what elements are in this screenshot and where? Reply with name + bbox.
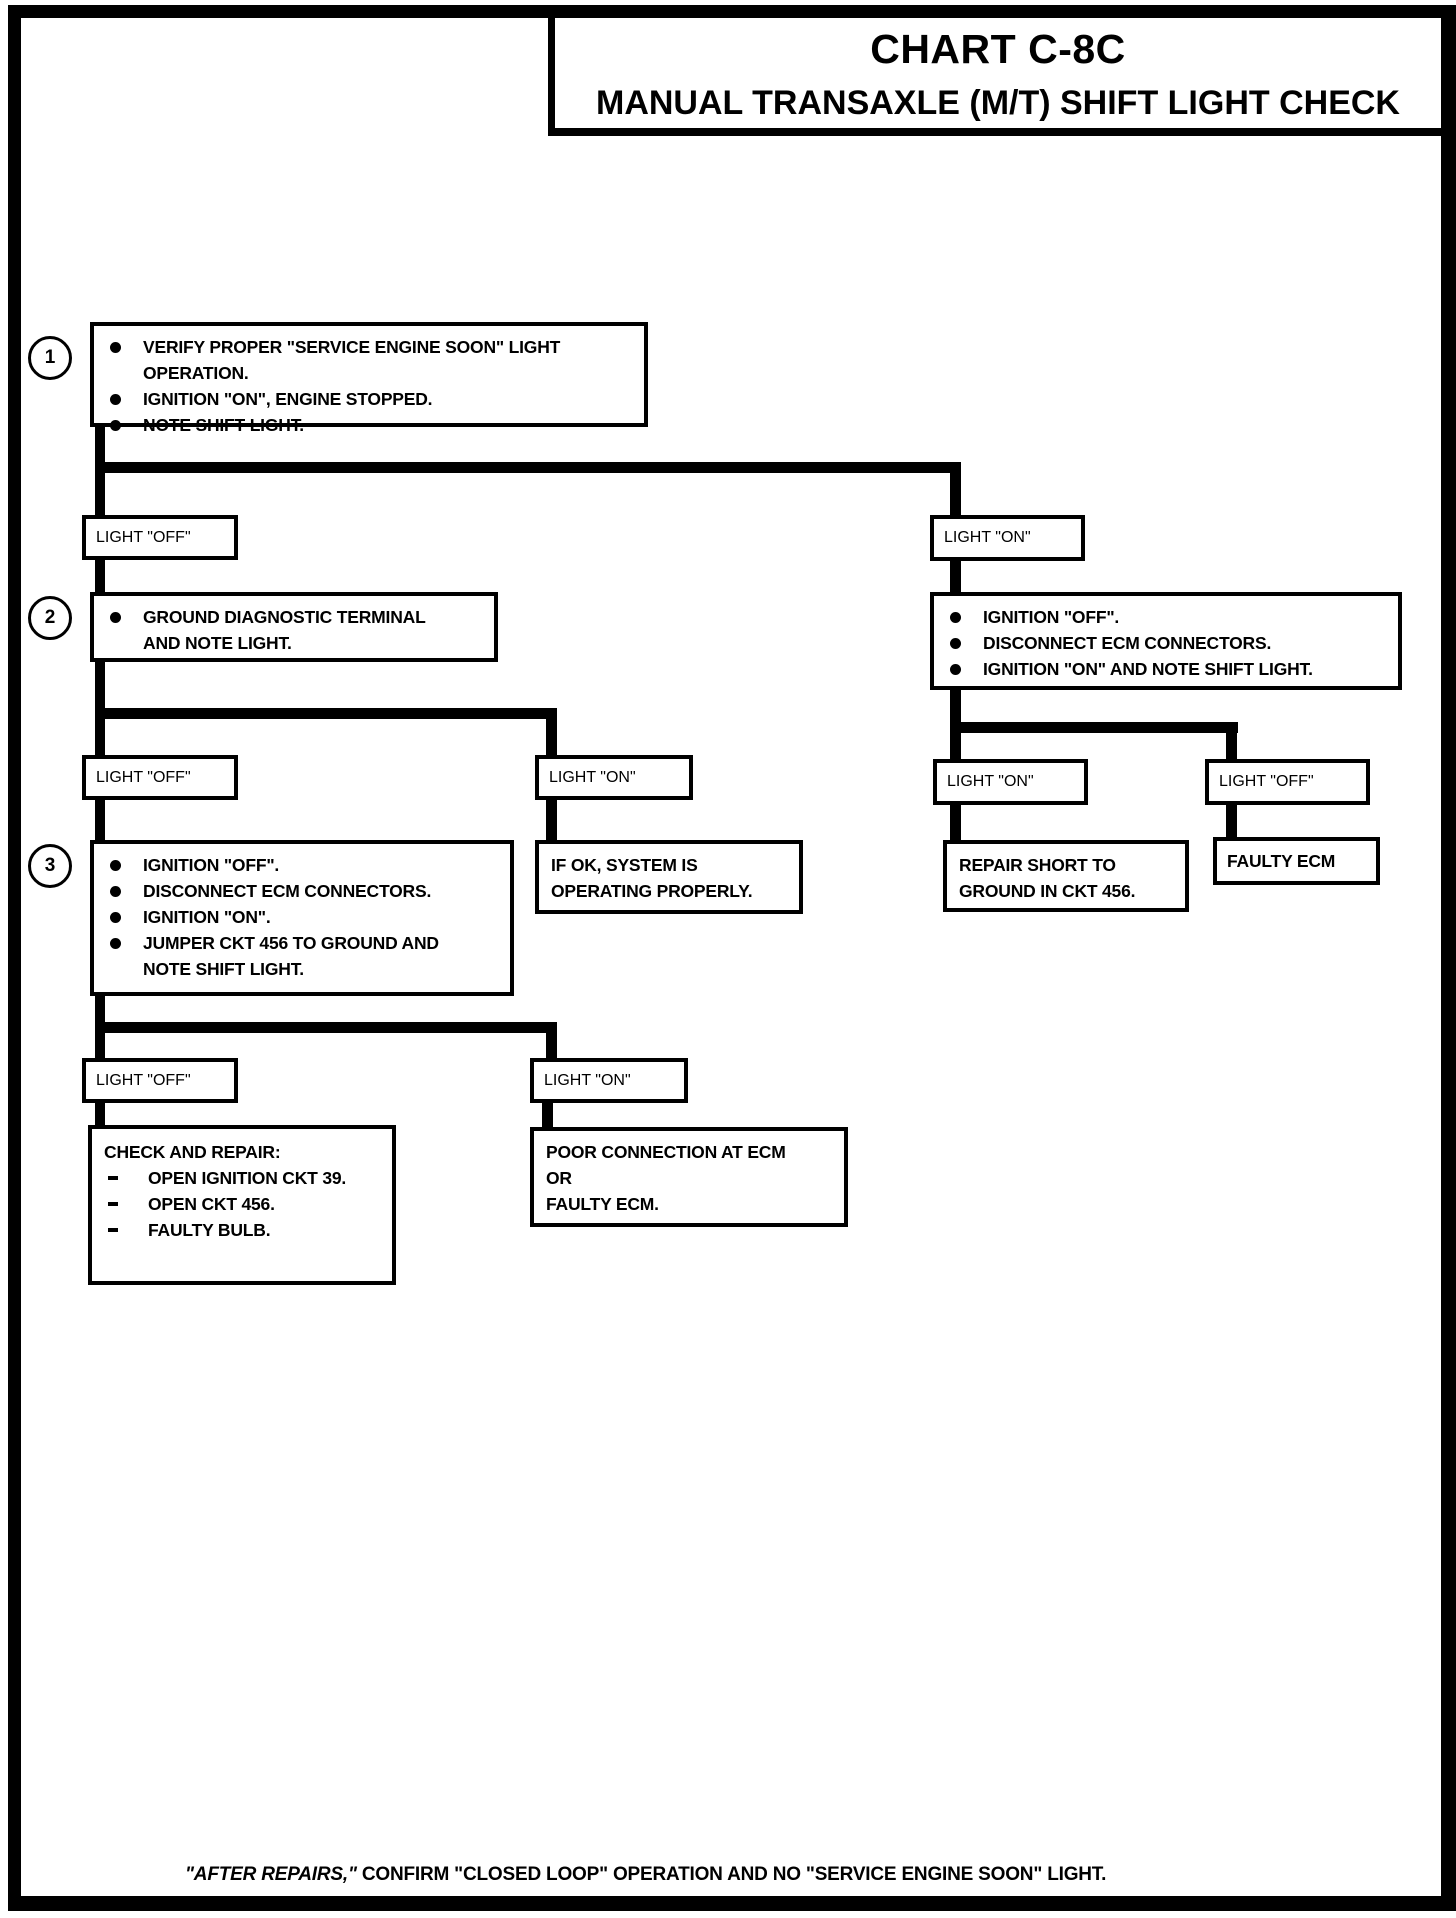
- result-check-repair-item: OPEN IGNITION CKT 39.: [148, 1168, 347, 1188]
- connector-lighton4-repair: [950, 805, 961, 840]
- flow-node-light-off-2: LIGHT "OFF": [82, 755, 238, 800]
- page-subtitle: MANUAL TRANSAXLE (M/T) SHIFT LIGHT CHECK: [596, 84, 1400, 122]
- step-circle-2: 2: [28, 596, 72, 640]
- flow-node-light-off-3: LIGHT "OFF": [82, 1058, 238, 1103]
- result-repair-short-box: REPAIR SHORT TO GROUND IN CKT 456.: [943, 840, 1189, 912]
- page-border-top: [8, 5, 1448, 18]
- bullet-icon: [110, 394, 121, 405]
- step3-line: IGNITION "OFF".: [143, 855, 280, 875]
- title-divider: [548, 18, 555, 133]
- page-title: CHART C-8C: [870, 26, 1126, 72]
- connector-split2-bar: [95, 708, 557, 719]
- footer-note-rest: CONFIRM "CLOSED LOOP" OPERATION AND NO "…: [356, 1864, 1107, 1885]
- bullet-icon: [950, 664, 961, 675]
- bullet-icon: [110, 860, 121, 871]
- flow-node-light-on-3: LIGHT "ON": [530, 1058, 688, 1103]
- result-check-repair-box: CHECK AND REPAIR: OPEN IGNITION CKT 39. …: [88, 1125, 396, 1285]
- step3-box: IGNITION "OFF". DISCONNECT ECM CONNECTOR…: [90, 840, 514, 996]
- footer-note-lead: "AFTER REPAIRS,": [185, 1864, 357, 1885]
- dash-icon: [108, 1202, 118, 1206]
- connector-lightoff2-step3: [95, 800, 105, 840]
- step1-line: NOTE SHIFT LIGHT.: [143, 415, 304, 435]
- result-check-repair-title: CHECK AND REPAIR:: [104, 1142, 281, 1162]
- page-border-right: [1441, 5, 1456, 1911]
- bullet-icon: [110, 886, 121, 897]
- result-faulty-ecm-box: FAULTY ECM: [1213, 837, 1380, 885]
- flow-node-light-off-1: LIGHT "OFF": [82, 515, 238, 560]
- connector-split3-right-drop: [546, 1022, 557, 1058]
- bullet-icon: [110, 342, 121, 353]
- result-poor-connection-box: POOR CONNECTION AT ECM OR FAULTY ECM.: [530, 1127, 848, 1227]
- connector-split4-bar: [950, 722, 1238, 733]
- connector-lighton2-ifok: [546, 800, 557, 840]
- step-circle-3: 3: [28, 844, 72, 888]
- right-branch-line: IGNITION "OFF".: [983, 607, 1120, 627]
- connector-split3-bar: [95, 1022, 557, 1033]
- result-poor-connection-line: OR: [546, 1168, 572, 1188]
- step1-line: IGNITION "ON", ENGINE STOPPED.: [143, 389, 433, 409]
- connector-split2-right-drop: [546, 708, 557, 755]
- flow-node-light-on-2: LIGHT "ON": [535, 755, 693, 800]
- result-check-repair-item: FAULTY BULB.: [148, 1220, 271, 1240]
- step2-line: GROUND DIAGNOSTIC TERMINAL AND NOTE LIGH…: [143, 607, 426, 653]
- bullet-icon: [110, 912, 121, 923]
- connector-lighton3-poor: [542, 1103, 553, 1127]
- dash-icon: [108, 1176, 118, 1180]
- page-border-left: [8, 5, 21, 1911]
- bullet-icon: [950, 638, 961, 649]
- result-check-repair-item: OPEN CKT 456.: [148, 1194, 275, 1214]
- bullet-icon: [110, 420, 121, 431]
- step3-line: JUMPER CKT 456 TO GROUND AND NOTE SHIFT …: [143, 933, 439, 979]
- result-repair-short-line: REPAIR SHORT TO: [959, 855, 1116, 875]
- result-if-ok-box: IF OK, SYSTEM IS OPERATING PROPERLY.: [535, 840, 803, 914]
- footer-note: "AFTER REPAIRS," CONFIRM "CLOSED LOOP" O…: [185, 1864, 1106, 1886]
- bullet-icon: [110, 938, 121, 949]
- step3-line: IGNITION "ON".: [143, 907, 271, 927]
- step1-box: VERIFY PROPER "SERVICE ENGINE SOON" LIGH…: [90, 322, 648, 435]
- bullet-icon: [110, 612, 121, 623]
- connector-lighton1-rightbox: [950, 561, 961, 592]
- bullet-icon: [950, 612, 961, 623]
- flow-node-light-on-1: LIGHT "ON": [930, 515, 1085, 561]
- connector-split1-bar: [95, 462, 961, 473]
- result-faulty-ecm-label: FAULTY ECM: [1227, 851, 1336, 871]
- result-if-ok-line: OPERATING PROPERLY.: [551, 881, 753, 901]
- connector-lightoff4-faulty: [1226, 805, 1237, 837]
- connector-lightoff3-check: [95, 1103, 105, 1125]
- result-poor-connection-line: FAULTY ECM.: [546, 1194, 659, 1214]
- result-if-ok-line: IF OK, SYSTEM IS: [551, 855, 698, 875]
- right-branch-line: DISCONNECT ECM CONNECTORS.: [983, 633, 1272, 653]
- connector-step1-spine: [95, 427, 105, 520]
- step1-line: VERIFY PROPER "SERVICE ENGINE SOON" LIGH…: [143, 337, 561, 383]
- result-repair-short-line: GROUND IN CKT 456.: [959, 881, 1136, 901]
- connector-split4-right-drop: [1226, 722, 1237, 759]
- title-underline: [548, 128, 1441, 136]
- connector-split1-right-drop: [950, 462, 961, 517]
- connector-lightoff1-step2: [95, 560, 105, 592]
- step3-line: DISCONNECT ECM CONNECTORS.: [143, 881, 432, 901]
- flow-node-light-on-4: LIGHT "ON": [933, 759, 1088, 805]
- right-branch-box: IGNITION "OFF". DISCONNECT ECM CONNECTOR…: [930, 592, 1402, 690]
- right-branch-line: IGNITION "ON" AND NOTE SHIFT LIGHT.: [983, 659, 1313, 679]
- flow-node-light-off-4: LIGHT "OFF": [1205, 759, 1370, 805]
- result-poor-connection-line: POOR CONNECTION AT ECM: [546, 1142, 786, 1162]
- step-circle-1: 1: [28, 336, 72, 380]
- page-border-bottom: [8, 1896, 1448, 1911]
- step2-box: GROUND DIAGNOSTIC TERMINAL AND NOTE LIGH…: [90, 592, 498, 662]
- dash-icon: [108, 1228, 118, 1232]
